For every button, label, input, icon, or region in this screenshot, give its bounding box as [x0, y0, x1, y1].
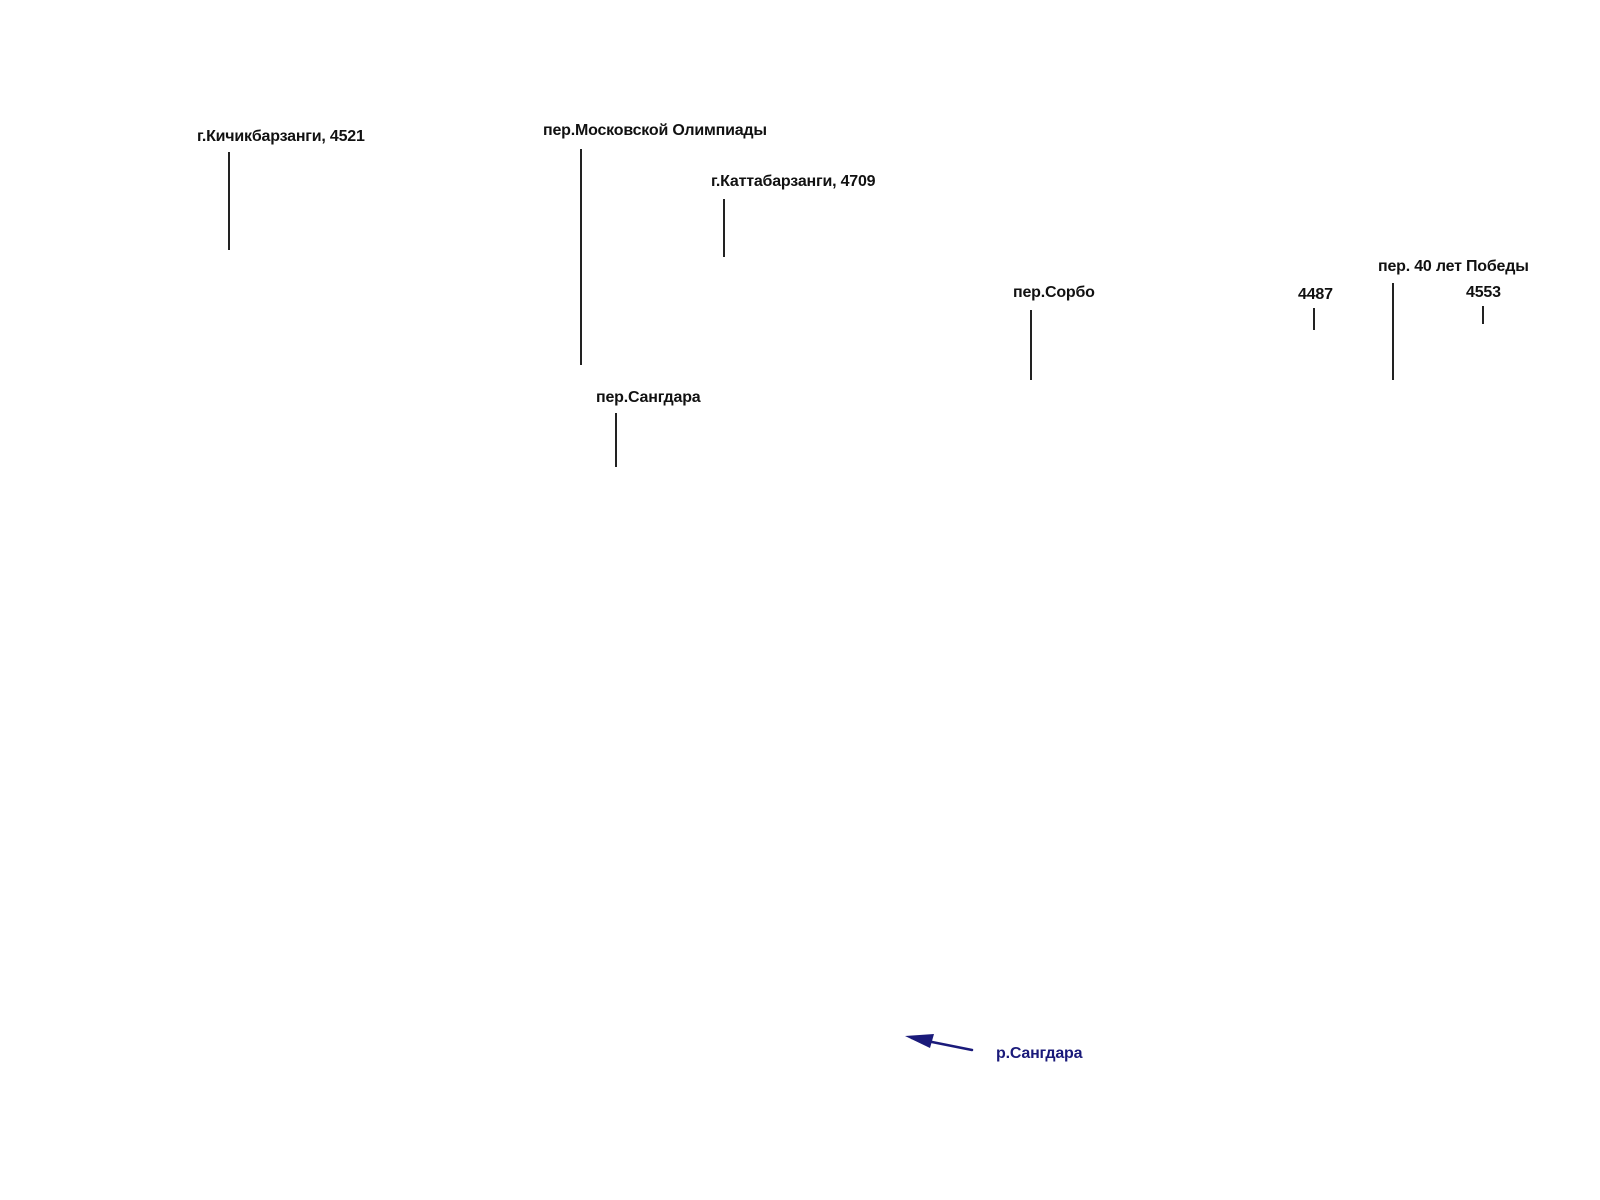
label-pobedy: пер. 40 лет Победы [1378, 258, 1529, 275]
label-peak-4553: 4553 [1466, 284, 1501, 301]
leader-peak-4553 [1482, 306, 1484, 324]
river-flow-arrow-icon [905, 1034, 974, 1052]
label-kichikbarzangi: г.Кичикбарзанги, 4521 [197, 128, 365, 145]
leader-moskovskoy-olimpiady [580, 149, 582, 365]
leader-peak-4487 [1313, 308, 1315, 330]
leader-sorbo [1030, 310, 1032, 380]
leader-pobedy [1392, 283, 1394, 380]
label-kattabarzangi: г.Каттабарзанги, 4709 [711, 173, 876, 190]
label-moskovskoy-olimpiady: пер.Московской Олимпиады [543, 122, 767, 139]
leader-kattabarzangi [723, 199, 725, 257]
label-sangdara-pass: пер.Сангдара [596, 389, 701, 406]
label-sorbo: пер.Сорбо [1013, 284, 1095, 301]
label-peak-4487: 4487 [1298, 286, 1333, 303]
leader-sangdara-pass [615, 413, 617, 467]
label-sangdara-river: р.Сангдара [996, 1045, 1083, 1062]
leader-kichikbarzangi [228, 152, 230, 250]
